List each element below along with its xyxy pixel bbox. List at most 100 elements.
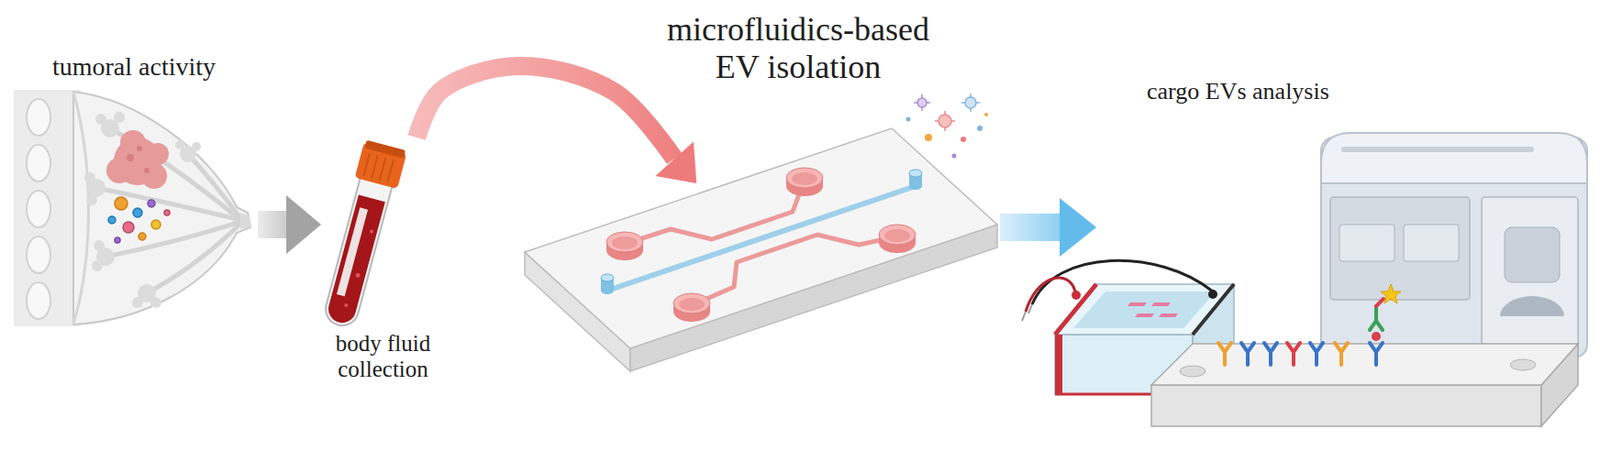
breast-illustration [13,89,252,327]
breast-illustration-part-part [84,172,96,184]
antibodies-part [1376,299,1384,307]
stage-label: cargo EVs analysis [1146,77,1330,106]
flow-cytometer-part [1330,197,1470,300]
red-well-part [786,167,823,189]
breast-illustration-part [26,236,51,274]
ev-particles-part [133,208,143,218]
breast-illustration-part-part [93,240,105,252]
flow-arrow [1000,198,1097,257]
red-well-part [611,236,638,250]
microfluidic-chip [524,128,998,372]
ev-sparkles-part-part [913,101,918,104]
breast-illustration-part-part [146,223,241,294]
gel-electrophoresis-part [1055,284,1097,335]
breast-illustration-part [96,128,241,294]
ev-particles-part [147,200,156,208]
gel-electrophoresis-part [1208,289,1218,300]
microfluidic-chip-part [607,179,916,306]
ev-sparkles-part-part [969,108,972,112]
stage-label: body fluid collection [321,331,445,385]
blood-tube-part [363,153,394,183]
ev-particles [108,197,170,244]
antibodies-part [1218,343,1232,366]
blood-tube-part [322,176,393,330]
ev-sparkles-part [952,154,957,159]
gel-electrophoresis-part [1127,302,1147,307]
blue-inlet [600,274,614,295]
ev-sparkles-part-part [944,127,946,132]
ev-sparkles-part [977,125,983,132]
enzyme-star [1380,284,1401,304]
ev-particles-part [122,222,134,234]
red-well-part [878,224,916,245]
tumor-part [144,167,150,174]
flow-cytometer-part [1341,146,1534,153]
gel-electrophoresis-part [1022,311,1026,322]
tumor-part [136,145,143,152]
antibodies-part [1287,343,1300,366]
microfluidic-chip-part [524,128,998,349]
elisa-plate [1151,344,1578,427]
gel-electrophoresis-part [1055,284,1234,335]
breast-illustration-part-part [105,222,241,257]
gel-electrophoresis-part [1032,260,1213,305]
gel-electrophoresis-part [1055,334,1063,395]
red-well-part [673,293,711,314]
antibodies-part [1241,343,1255,366]
breast-illustration-part-part [113,111,125,123]
antibodies [1218,299,1384,366]
ev-sparkles-part [960,136,967,143]
ev-sparkles-part-part [921,107,923,112]
red-well-part [606,232,644,253]
blood-tube-part [355,272,361,278]
flow-cytometer [1321,133,1588,364]
breast-illustration-part [84,111,201,309]
red-well-part [791,172,818,186]
blood-tube-part [325,194,386,326]
ev-sparkles-part-part [944,111,946,115]
breast-illustration-part [26,99,51,136]
flow-cytometer-part [1504,227,1560,283]
tumor-part [126,154,134,162]
ev-sparkles-part-part [951,120,956,123]
arrow-head [655,142,697,184]
flow-cytometer-part [1321,133,1588,184]
flow-arrow [257,195,322,255]
ev-particles-part [151,220,161,230]
arrow-body [257,211,287,239]
breast-illustration-part-part [95,113,107,125]
tumor-part [120,130,146,156]
breast-illustration-part [26,144,51,182]
ev-particles-part [114,197,128,211]
breast-illustration-part-part [91,260,103,272]
tumor [106,130,169,189]
ev-sparkles-part-part [965,97,977,109]
elisa-plate-part [1510,359,1536,371]
stage-label: tumoral activity [13,52,255,82]
gel-electrophoresis-part [1071,290,1081,300]
arrow-head [286,195,322,255]
breast-illustration-part-part [132,297,144,309]
microfluidic-chip-part-part [607,186,916,291]
tumor-part [106,157,133,184]
ev-sparkles-part [906,117,912,123]
breast-illustration-part [240,212,252,230]
ev-sparkles-part [934,111,956,132]
breast-illustration-part [73,91,89,325]
ev-sparkles-part-part [926,101,931,104]
elisa-plate-part [1151,344,1578,386]
flow-arrow [416,66,697,184]
gel-electrophoresis [1022,260,1234,395]
elisa-plate-part [1151,385,1542,427]
flow-cytometer-part [1481,197,1578,356]
ev-sparkles-part-part [934,120,939,123]
gel-electrophoresis-part [1158,313,1178,318]
ev-sparkles-part-part [961,101,966,104]
blood-tube-part [364,140,406,159]
microfluidic-chip-part-part [624,179,805,245]
blood-tube-part-part [363,153,370,177]
elisa-plate-part [1179,366,1206,378]
blood-tube-part-part [387,159,394,183]
blood-tube-part [344,303,349,309]
